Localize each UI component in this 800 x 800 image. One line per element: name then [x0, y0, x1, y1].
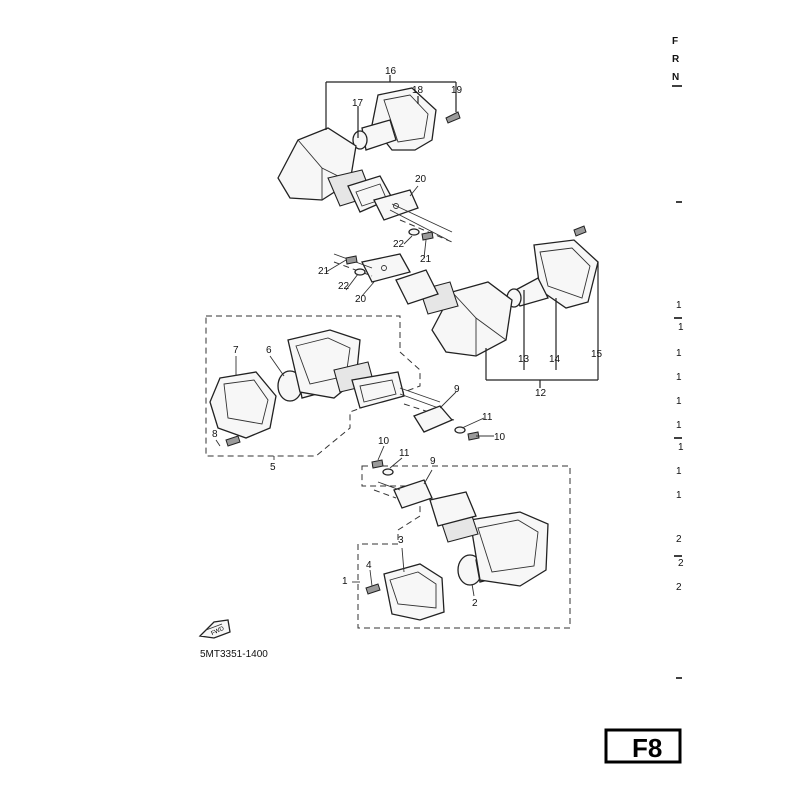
callout-1: 1 [342, 576, 348, 587]
callout-20-top: 20 [415, 174, 427, 185]
right-edge-text-1: F [672, 36, 678, 47]
drawing-code: 5MT3351-1400 [200, 649, 268, 660]
page-label-box: F8 [604, 728, 682, 764]
front-right-signal-assembly [357, 459, 571, 629]
callout-22-mid: 22 [338, 281, 350, 292]
callout-16: 16 [385, 66, 397, 77]
callout-8: 8 [212, 429, 218, 440]
right-edge-text-4: 1 [676, 300, 682, 311]
callout-6: 6 [266, 345, 272, 356]
callout-7: 7 [233, 345, 239, 356]
callout-20-mid: 20 [355, 294, 367, 305]
callout-15: 15 [591, 349, 603, 360]
callout-22-top: 22 [393, 239, 405, 250]
callout-14: 14 [549, 354, 561, 365]
right-edge-text-5: 1 [678, 322, 684, 333]
callout-9-bot: 9 [430, 456, 436, 467]
right-edge-text-8: 1 [676, 396, 682, 407]
rear-right-signal-assembly [333, 225, 599, 357]
right-edge-text-9: 1 [676, 420, 682, 431]
callout-10-bot: 10 [378, 436, 390, 447]
callout-3: 3 [398, 535, 404, 546]
right-edge-text-3: N [672, 72, 679, 83]
rear-left-signal-assembly [277, 87, 461, 243]
callout-11-mid: 11 [482, 412, 493, 423]
callout-13: 13 [518, 354, 530, 365]
callout-21-mid: 21 [318, 266, 330, 277]
right-edge-text-11: 1 [676, 466, 682, 477]
right-edge-text-15: 2 [676, 582, 682, 593]
right-edge-text-7: 1 [676, 372, 682, 383]
page-label: F8 [632, 733, 662, 763]
callout-2: 2 [472, 598, 478, 609]
callout-4: 4 [366, 560, 372, 571]
right-edge-text-2: R [672, 54, 680, 65]
callout-12: 12 [535, 388, 547, 399]
right-edge-text-12: 1 [676, 490, 682, 501]
fwd-label: FWD [210, 626, 226, 637]
callout-19: 19 [451, 85, 463, 96]
callout-11-bot: 11 [399, 448, 410, 459]
callout-10-mid: 10 [494, 432, 506, 443]
callout-18: 18 [412, 85, 424, 96]
callout-21-top: 21 [420, 254, 432, 265]
front-left-signal-assembly [205, 315, 480, 457]
callout-5: 5 [270, 462, 276, 473]
callout-9-mid: 9 [454, 384, 460, 395]
callout-17: 17 [352, 98, 364, 109]
right-edge-text-13: 2 [676, 534, 682, 545]
right-edge-text-6: 1 [676, 348, 682, 359]
right-edge-text-10: 1 [678, 442, 684, 453]
forward-arrow-icon: FWD [198, 619, 231, 639]
right-edge-text-14: 2 [678, 558, 684, 569]
